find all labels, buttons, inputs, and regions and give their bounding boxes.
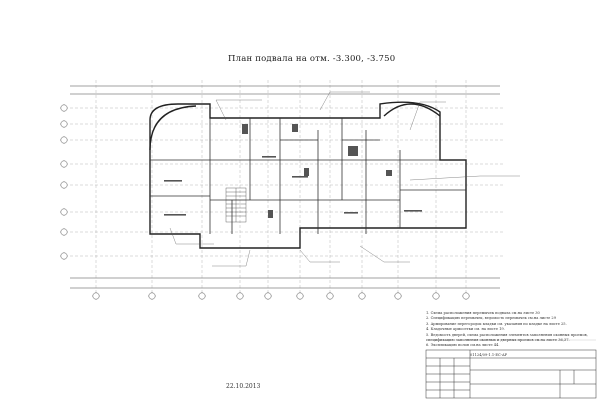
title-block	[426, 350, 596, 398]
note-item: 5. Ведомость дверей, схема расположения …	[426, 332, 588, 337]
note-item: 3. Армирование перегородок кладки см. ук…	[426, 321, 567, 326]
note-item: спецификацию заполнения оконных и дверны…	[426, 338, 570, 343]
note-item: 1. Схема расположения перемычек подвала …	[426, 311, 540, 315]
drawing-date: 22.10.2013	[226, 383, 261, 390]
note-item: 2. Спецификацию перемычек, ведомость пер…	[426, 316, 556, 321]
note-item: 4. Кладочные армосетки см. на листе 19.	[426, 327, 505, 332]
note-item: 6. Экспликацию полов см.на листе 44.	[426, 343, 500, 348]
general-notes: 1. Схема расположения перемычек подвала …	[426, 311, 596, 349]
drawing-title: План подвала на отм. -3.300, -3.750	[228, 54, 396, 64]
stamp-code: 01124/09-1.1-ЕС-АР	[470, 353, 508, 357]
